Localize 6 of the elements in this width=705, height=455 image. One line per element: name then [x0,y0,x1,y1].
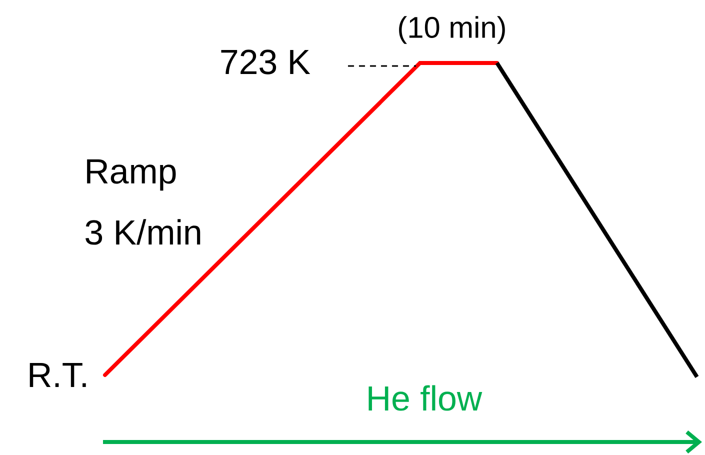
room-temperature-label: R.T. [30,362,86,387]
duration-label: (10 min) [399,16,505,44]
ramp-label: Ramp [87,159,176,191]
gas-flow-label: He flow [368,385,482,411]
temperature-label: 723 K [221,50,310,74]
rate-label: 3 K/min [86,219,200,245]
